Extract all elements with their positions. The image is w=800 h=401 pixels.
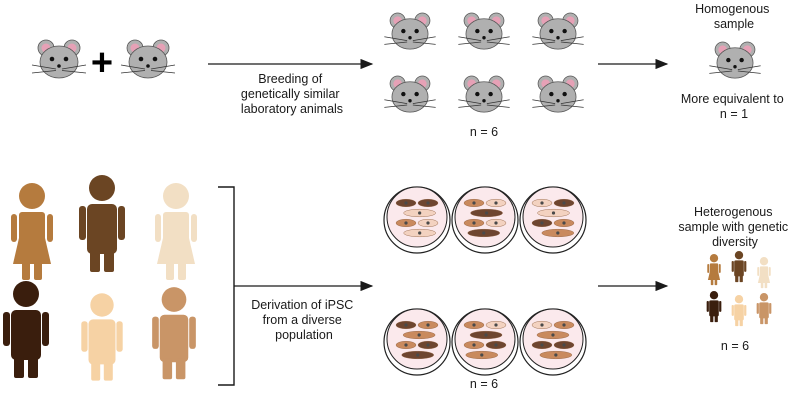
breeding-label-line: Breeding of [258, 72, 322, 86]
person-icon [11, 183, 53, 280]
mini-people-group [706, 251, 772, 327]
derivation-label-line: population [275, 328, 333, 342]
equivalent-note-line: More equivalent to [681, 92, 784, 106]
petri-dish-icon [451, 308, 519, 376]
mouse-icon [31, 39, 87, 79]
bottom-count-label: n = 6 [470, 377, 498, 391]
heterogenous-count: n = 6 [721, 339, 749, 353]
result-mouse-group [709, 41, 761, 79]
breeding-label-line: genetically similar [241, 87, 340, 101]
heterogenous-title-line: Heterogenous [694, 205, 773, 219]
person-icon [152, 287, 196, 380]
person-icon [731, 295, 747, 327]
petri-dish-icon [451, 186, 519, 254]
mouse-icon [120, 39, 176, 79]
person-icon [79, 175, 125, 272]
parent-mice-group [31, 39, 176, 79]
mouse-icon [458, 75, 510, 113]
person-icon [81, 293, 123, 381]
top-count-label: n = 6 [470, 125, 498, 139]
plus-sign: + [91, 42, 113, 84]
person-icon [3, 281, 49, 378]
person-icon [757, 257, 771, 289]
heterogenous-title: Heterogenous sample with genetic diversi… [678, 205, 791, 249]
mouse-icon [532, 12, 584, 50]
people-grid-group [3, 175, 197, 381]
petri-dish-icon [383, 186, 451, 254]
mouse-icon [532, 75, 584, 113]
breeding-label: Breeding of genetically similar laborato… [241, 72, 343, 116]
bracket-icon [218, 186, 235, 386]
breeding-label-line: laboratory animals [241, 102, 343, 116]
derivation-label: Derivation of iPSC from a diverse popula… [251, 298, 357, 342]
person-icon [707, 254, 721, 286]
person-icon [706, 291, 722, 323]
heterogenous-title-line: diversity [712, 235, 759, 249]
homogenous-title-line: sample [714, 17, 754, 31]
person-icon [155, 183, 197, 280]
mouse-icon [709, 41, 761, 79]
equivalent-note: More equivalent to n = 1 [681, 92, 787, 121]
person-icon [731, 251, 747, 283]
offspring-mice-group [384, 12, 584, 113]
heterogenous-title-line: sample with genetic [678, 220, 788, 234]
equivalent-note-line: n = 1 [720, 107, 748, 121]
homogenous-title: Homogenous sample [695, 2, 773, 31]
homogenous-title-line: Homogenous [695, 2, 769, 16]
mouse-icon [384, 12, 436, 50]
derivation-label-line: Derivation of iPSC [251, 298, 353, 312]
mouse-icon [458, 12, 510, 50]
mouse-icon [384, 75, 436, 113]
petri-dish-icon [383, 308, 451, 376]
petri-dish-icon [519, 308, 587, 376]
derivation-label-line: from a diverse [263, 313, 342, 327]
person-icon [756, 293, 772, 325]
petri-dishes-group [383, 186, 587, 376]
petri-dish-icon [519, 186, 587, 254]
